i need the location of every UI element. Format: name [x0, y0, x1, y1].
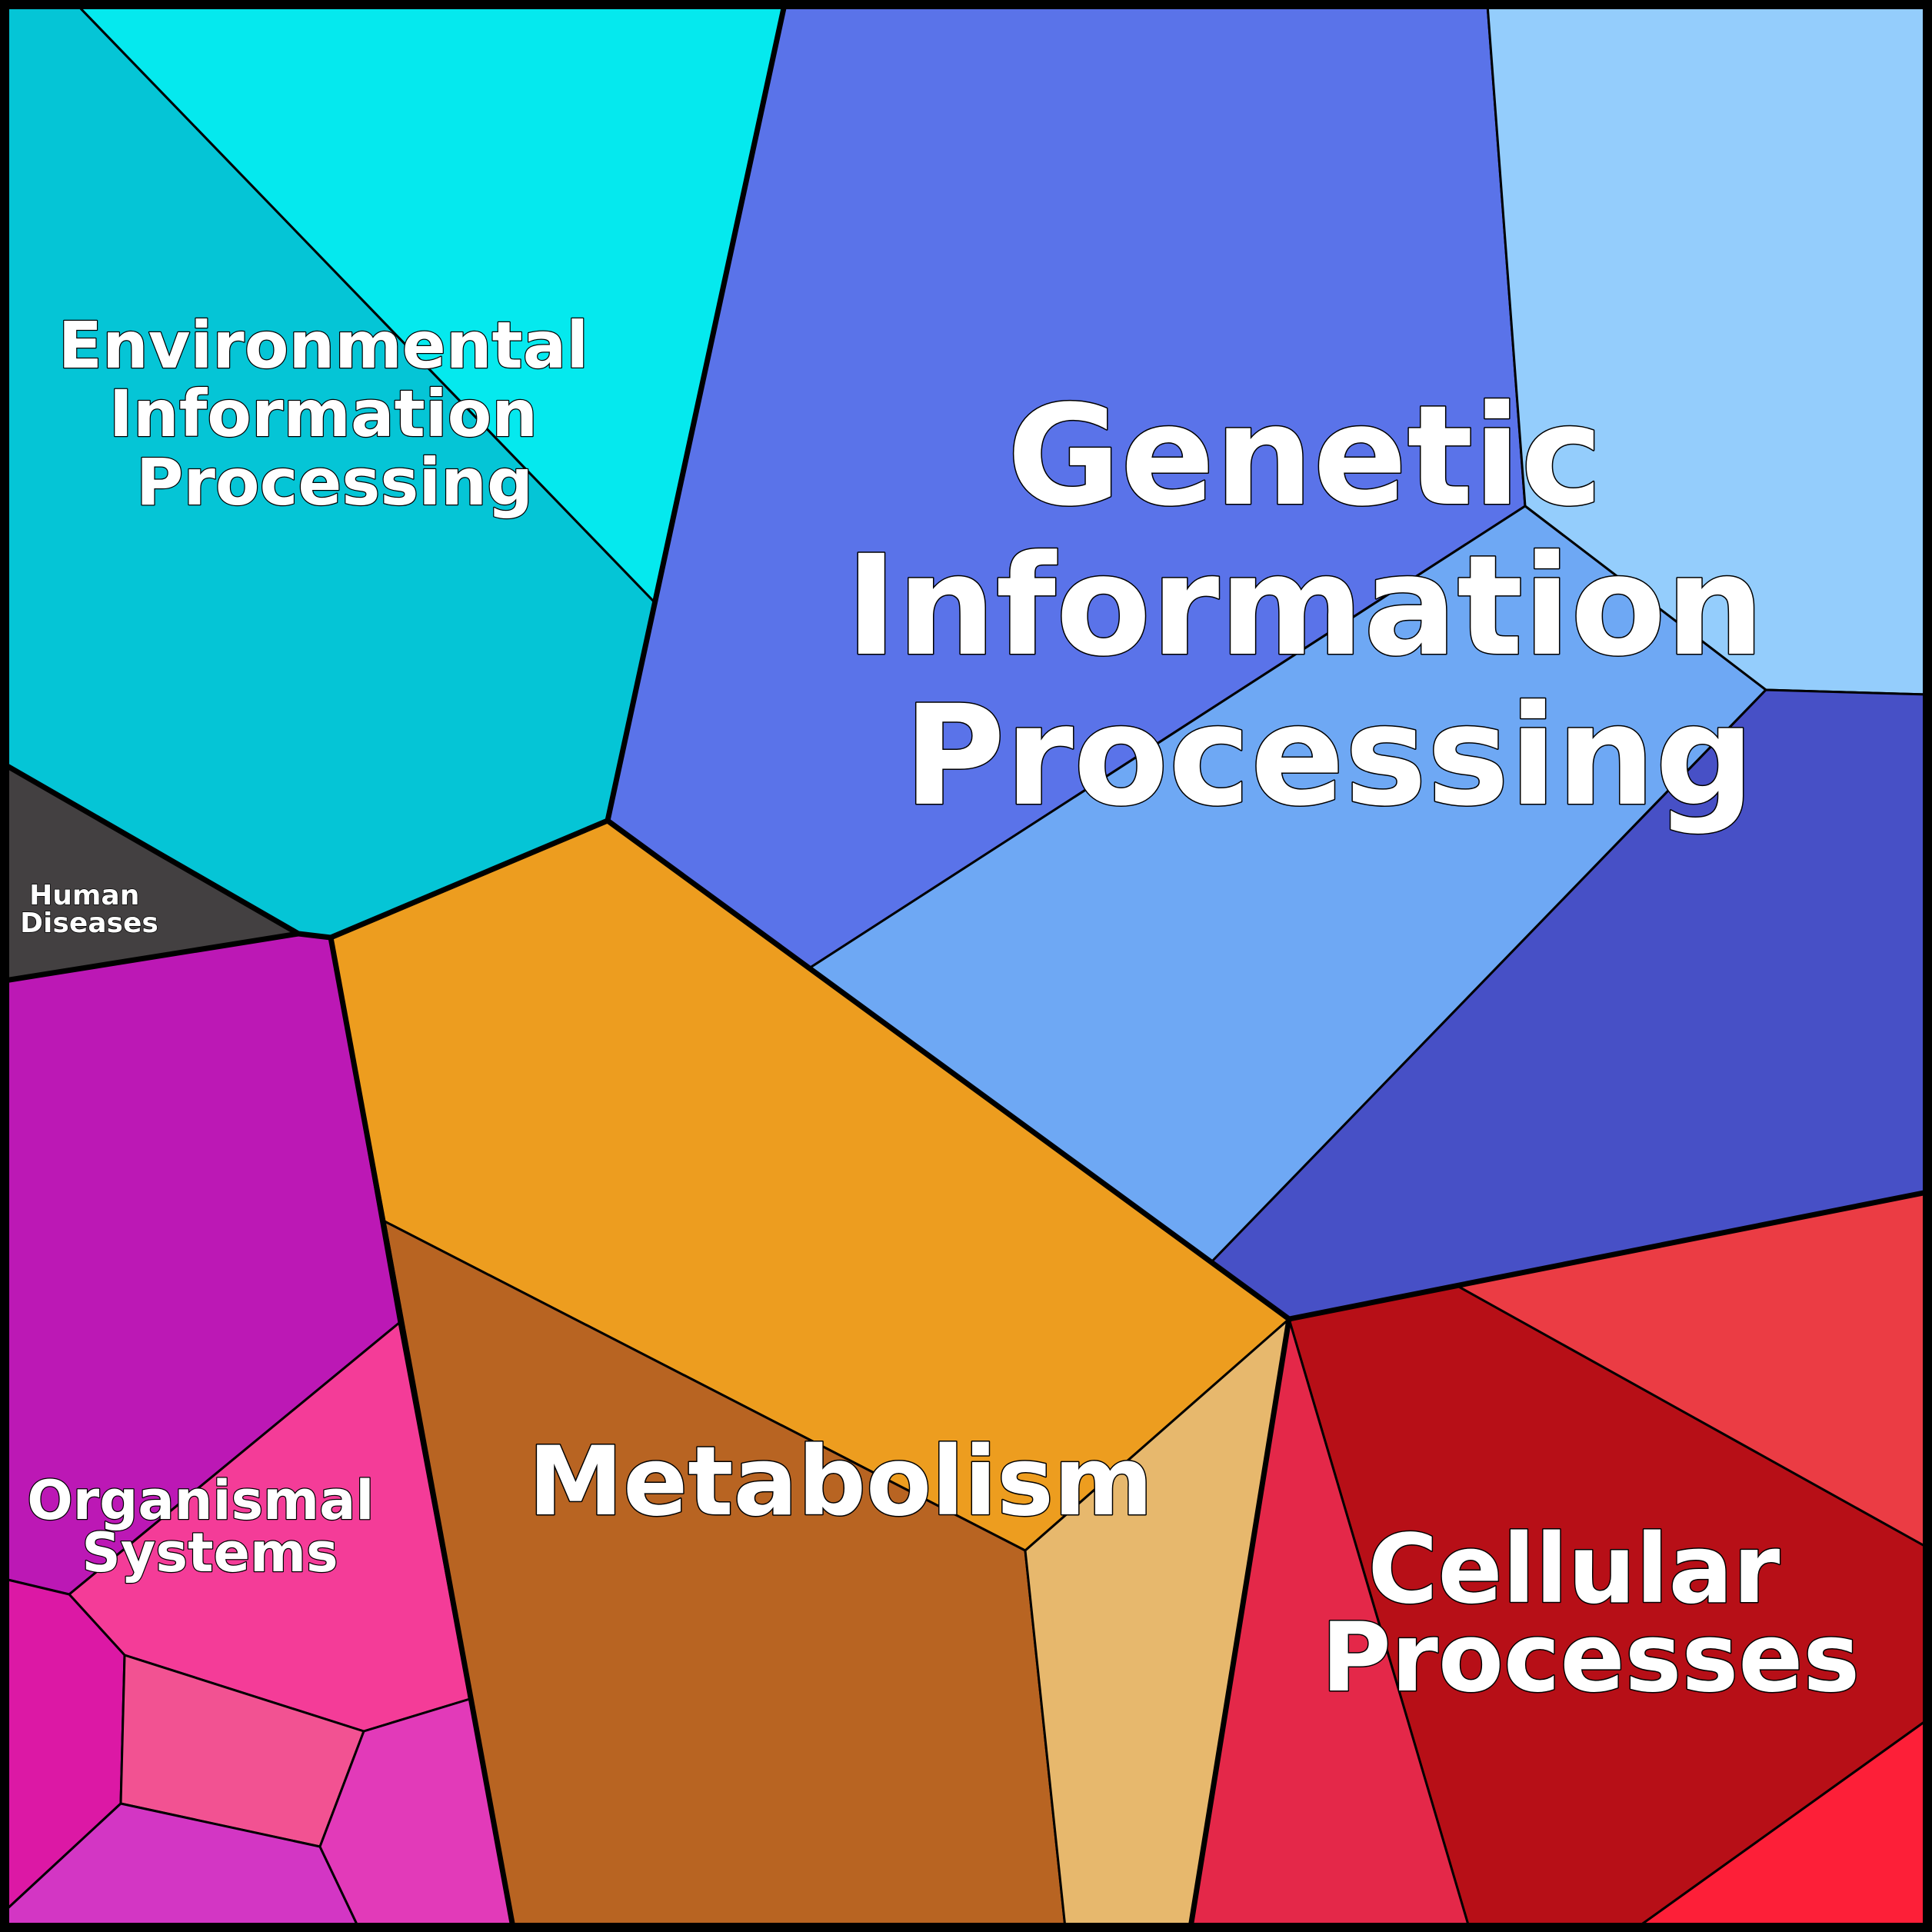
boundary-metabolism-organismal	[328, 937, 516, 1928]
boundary-environmental-genetic	[605, 4, 788, 821]
label-genetic-line-3: Processing	[904, 676, 1754, 837]
label-cellular-line-2: Processes	[1321, 1603, 1860, 1714]
label-cellular: Cellular Processes	[1321, 1514, 1860, 1714]
boundary-genetic-cellular	[1288, 1189, 1928, 1322]
label-environmental-line-3: Processing	[136, 445, 533, 520]
boundary-metabolism-top	[329, 818, 1291, 1321]
label-environmental: Environmental Information Processing	[58, 308, 611, 520]
label-metabolism: Metabolism	[528, 1427, 1153, 1537]
category-boundaries	[3, 4, 1928, 1928]
label-metabolism-line-1: Metabolism	[528, 1427, 1153, 1537]
label-genetic-line-2: Information	[845, 526, 1764, 687]
label-human-line-2: Diseases	[20, 908, 158, 939]
category-genetic	[606, 3, 1929, 1321]
label-organismal: Organismal Systems	[27, 1469, 392, 1584]
label-environmental-line-2: Information	[109, 376, 538, 451]
label-organismal-line-2: Systems	[82, 1521, 338, 1584]
boundary-human-organismal	[4, 931, 299, 984]
label-environmental-line-1: Environmental	[58, 308, 589, 383]
labels: Genetic Information Processing Environme…	[19, 307, 1860, 1715]
category-metabolism	[329, 819, 1291, 1929]
label-human: Human Diseases	[20, 880, 158, 939]
label-genetic: Genetic Information Processing	[845, 376, 1812, 837]
boundary-metabolism-cellular	[1188, 1318, 1292, 1928]
category-organismal	[3, 932, 515, 1929]
category-cellular	[1189, 1191, 1929, 1929]
category-environmental	[3, 3, 786, 939]
label-organismal-line-1: Organismal	[27, 1469, 374, 1532]
label-genetic-line-1: Genetic	[1007, 376, 1603, 537]
label-human-line-1: Human	[29, 880, 139, 911]
label-cellular-line-1: Cellular	[1368, 1514, 1780, 1625]
